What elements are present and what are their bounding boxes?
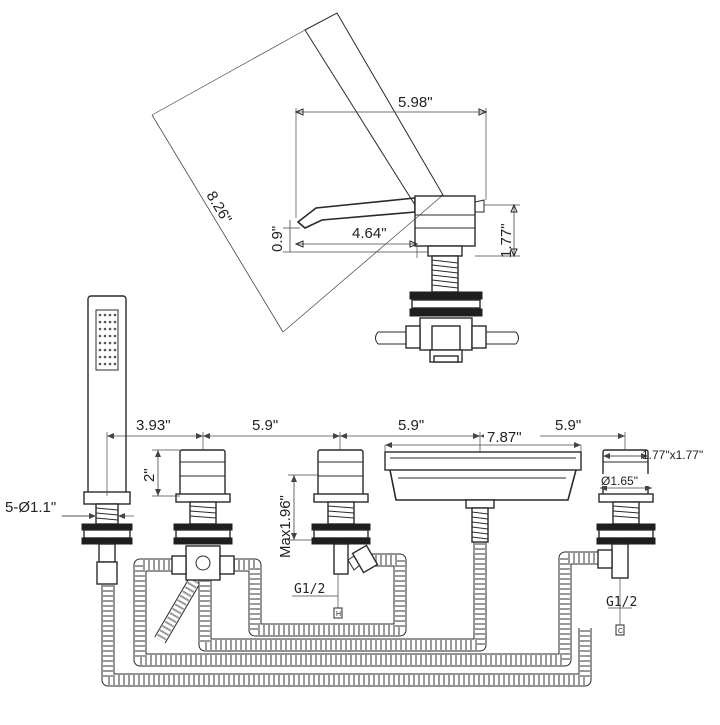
dim-reach: 4.64"	[352, 225, 387, 242]
cold-thread-label: G1/2	[606, 595, 637, 610]
diverter-handle	[179, 449, 226, 497]
dim-spacing-3: 5.9"	[398, 417, 424, 434]
dim-holes: 5-Ø1.1"	[5, 499, 56, 516]
spout-arm	[296, 197, 416, 229]
spout-front-view	[384, 451, 582, 543]
hot-letter-label: H	[336, 611, 341, 618]
spout-top	[384, 451, 582, 471]
hot-thread-callout: G1/2 H	[292, 574, 343, 619]
dim-max-height: Max1.96"	[277, 495, 294, 558]
diverter-valve	[171, 449, 235, 581]
valve-body-top	[414, 195, 476, 247]
dim-spout-height: 0.9"	[269, 226, 286, 252]
bottom-dimensions: 3.93" 5.9" 5.9" 5.9" 7.87" 5-Ø1.1" 2" Ma…	[5, 417, 703, 558]
mount-nut-top	[409, 291, 483, 300]
cold-letter-label: C	[618, 628, 623, 635]
threaded-shank-top	[431, 255, 459, 293]
braided-hoses	[101, 540, 605, 687]
diverter-block	[185, 545, 221, 581]
spout-side-view	[296, 12, 519, 363]
top-dimensions: 5.98" 8.26" 4.64" 0.9" 1.77"	[151, 29, 520, 333]
cold-thread-callout: G1/2 C	[606, 578, 637, 636]
dim-handle-size: 1.77"x1.77"	[642, 448, 703, 462]
dim-spacing-2: 5.9"	[252, 417, 278, 434]
dim-handle-diameter: Ø1.65"	[601, 474, 638, 488]
dim-handle-height: 1.77"	[498, 223, 515, 258]
hot-thread-label: G1/2	[294, 582, 325, 597]
hot-handle	[317, 449, 364, 497]
shower-spray-face	[95, 309, 119, 371]
dim-spout-width: 7.87"	[487, 429, 522, 446]
dim-spacing-5: 5.9"	[555, 417, 581, 434]
dim-spout-length: 5.98"	[398, 94, 433, 111]
dim-valve-height: 2"	[141, 468, 158, 482]
cold-valve	[596, 449, 656, 579]
dim-spacing-1: 3.93"	[136, 417, 171, 434]
hand-shower	[81, 295, 133, 585]
hot-valve	[311, 449, 379, 575]
